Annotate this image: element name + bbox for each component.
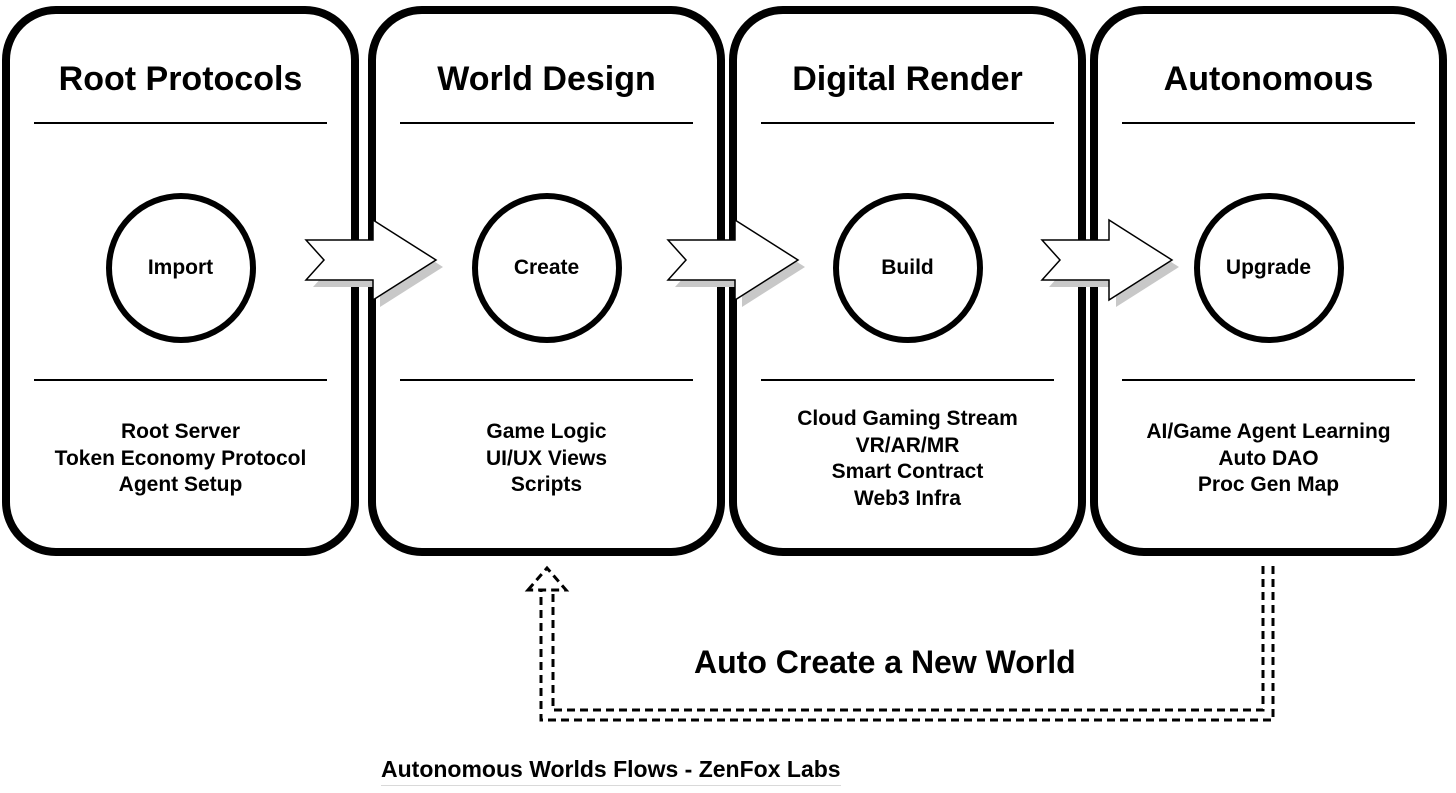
- divider-line: [761, 379, 1054, 381]
- stage-item: Auto DAO: [1218, 446, 1319, 470]
- arrow-body: [1040, 218, 1174, 302]
- stage-item: Proc Gen Map: [1197, 473, 1340, 496]
- step-label: Upgrade: [1225, 256, 1312, 279]
- stage-item: Smart Contract: [831, 460, 984, 483]
- divider-line: [761, 122, 1054, 124]
- stage-card-digital-render: Digital Render Build Cloud Gaming Stream…: [729, 6, 1086, 556]
- stage-item: Cloud Gaming Stream: [797, 407, 1018, 430]
- stage-item: Scripts: [510, 473, 583, 496]
- stage-item: UI/UX Views: [486, 446, 607, 470]
- stage-item: Token Economy Protocol: [54, 446, 307, 470]
- divider-line: [1122, 379, 1415, 381]
- flow-arrow-create-to-build: [666, 218, 805, 307]
- divider-line: [34, 379, 327, 381]
- step-label: Import: [147, 256, 214, 279]
- divider-line: [400, 122, 693, 124]
- loop-line-inner: [551, 566, 1265, 712]
- step-circle-create: Create: [471, 193, 622, 343]
- diagram-caption: Autonomous Worlds Flows - ZenFox Labs: [381, 756, 841, 786]
- stage-title: Root Protocols: [58, 60, 303, 98]
- flow-arrow-build-to-upgrade: [1040, 218, 1179, 307]
- divider-line: [34, 122, 327, 124]
- step-label: Create: [513, 256, 580, 279]
- divider-line: [400, 379, 693, 381]
- stage-item: Agent Setup: [118, 473, 243, 496]
- step-label: Build: [881, 256, 934, 279]
- feedback-loop-arrow: [524, 565, 1275, 722]
- stage-item-list: AI/Game Agent Learning Auto DAO Proc Gen…: [1098, 419, 1439, 499]
- step-circle-build: Build: [832, 193, 983, 343]
- step-circle-upgrade: Upgrade: [1193, 193, 1344, 343]
- stage-item: VR/AR/MR: [855, 433, 960, 457]
- stage-card-root-protocols: Root Protocols Import Root Server Token …: [2, 6, 359, 556]
- stage-item: Web3 Infra: [854, 486, 961, 510]
- stage-item: Root Server: [120, 420, 241, 443]
- stage-item-list: Game Logic UI/UX Views Scripts: [376, 419, 717, 499]
- stage-title: World Design: [437, 60, 656, 98]
- loop-label: Auto Create a New World: [694, 644, 1076, 680]
- stage-card-world-design: World Design Create Game Logic UI/UX Vie…: [368, 6, 725, 556]
- stage-title: Digital Render: [792, 60, 1023, 98]
- step-circle-import: Import: [105, 193, 256, 343]
- stage-item: AI/Game Agent Learning: [1146, 420, 1391, 443]
- divider-line: [1122, 122, 1415, 124]
- loop-line-outer: [539, 566, 1275, 722]
- arrow-body: [666, 218, 800, 302]
- stage-item-list: Cloud Gaming Stream VR/AR/MR Smart Contr…: [737, 406, 1078, 512]
- stage-item-list: Root Server Token Economy Protocol Agent…: [10, 419, 351, 499]
- stage-item: Game Logic: [486, 420, 607, 443]
- flow-arrow-import-to-create: [304, 218, 443, 307]
- loop-arrowhead: [524, 565, 570, 592]
- arrow-body: [304, 218, 438, 302]
- stage-title: Autonomous: [1163, 60, 1374, 98]
